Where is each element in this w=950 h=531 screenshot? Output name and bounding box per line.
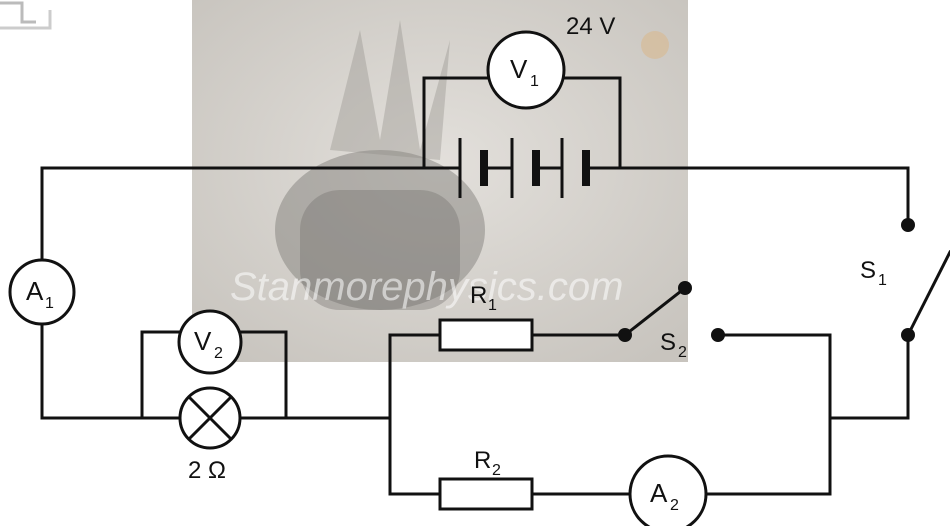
switch-s2 [618,281,725,342]
ammeter-a1-letter: A [26,276,44,306]
watermark: Stanmorephysics.com [230,265,623,309]
voltmeter-v1: V 1 [486,30,566,110]
voltmeter-v2-sub: 2 [214,345,223,362]
resistor-r2-sub: 2 [492,462,501,479]
ammeter-a1-sub: 1 [45,295,54,312]
ammeter-a2: A 2 [628,454,708,531]
switch-s2-letter: S [660,329,676,356]
switch-s1-letter: S [860,257,876,284]
switch-s1-sub: 1 [878,272,887,289]
resistor-r1-sub: 1 [488,297,497,314]
lamp-resistance-label: 2 Ω [188,457,226,484]
ammeter-a2-sub: 2 [670,497,679,514]
background-photo [192,0,688,362]
logo-fragment [0,1,52,30]
voltmeter-v1-letter: V [510,54,528,84]
resistor-r2-letter: R [474,447,491,474]
supply-voltage-label: 24 V [566,13,615,40]
voltmeter-v2: V 2 [177,309,243,375]
resistor-r1 [438,318,534,352]
lamp [178,386,242,450]
resistor-r1-letter: R [470,282,487,309]
ammeter-a1: A 1 [8,258,76,326]
wires [40,76,950,496]
switch-s2-sub: 2 [678,344,687,361]
battery [458,138,590,198]
switch-s1 [901,218,915,342]
voltmeter-v2-letter: V [194,326,212,356]
voltmeter-v1-sub: 1 [530,73,539,90]
resistor-r2 [438,477,534,511]
ammeter-a2-letter: A [650,478,668,508]
